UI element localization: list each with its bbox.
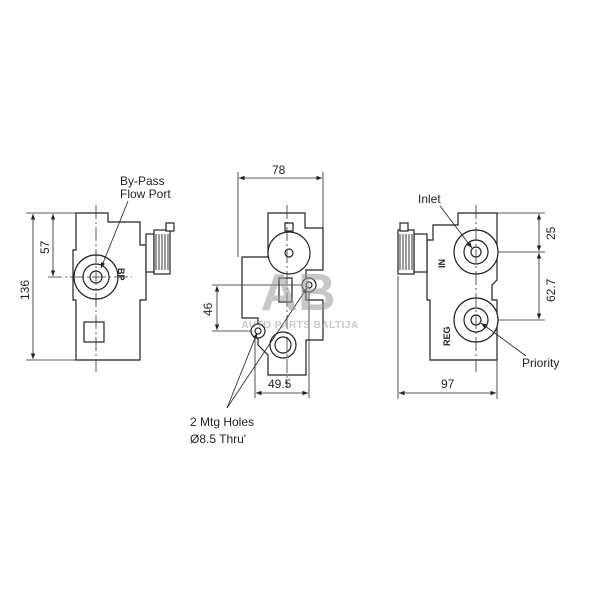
inlet-leader	[439, 205, 473, 249]
inlet-label: Inlet	[418, 192, 441, 206]
priority-leader	[480, 322, 527, 357]
bypass-label-line1: By-Pass	[120, 174, 165, 188]
left-knob-collar	[145, 233, 155, 273]
in-port-label: IN	[437, 259, 447, 268]
dim-46-label: 46	[201, 302, 215, 316]
dial-top-boss	[284, 222, 294, 232]
knob-knurl	[399, 234, 413, 270]
dim-49-5-label: 49.5	[268, 377, 292, 391]
priority-label: Priority	[522, 356, 559, 370]
mounting-hole-lower-bore	[254, 327, 262, 335]
mounting-hole-upper-bore	[305, 281, 313, 289]
dim-25-label: 25	[544, 226, 558, 240]
holes-leader-upper	[226, 287, 308, 409]
bp-port-label: BP	[116, 268, 126, 281]
right-knob-collar	[413, 233, 428, 273]
knob-knurl	[155, 234, 169, 270]
left-view: BP 136 57 By-Pass Flow Port	[18, 174, 175, 372]
left-slot	[83, 321, 105, 343]
watermark-text: AUTO PARTS BALTIJA	[241, 320, 358, 331]
holes-label-line2: Ø8.5 Thru'	[190, 432, 246, 446]
right-knob-cap	[399, 222, 409, 232]
right-view: IN REG 25 62.7 97 Inlet Priority	[397, 192, 559, 399]
center-lower-port-inner	[274, 336, 292, 354]
watermark-logo: AB	[260, 264, 335, 322]
bypass-leader	[100, 200, 129, 269]
reg-port-label: REG	[442, 326, 452, 346]
dial-center	[284, 248, 294, 258]
center-view: 78 46 49.5 2 Mtg Holes Ø8.5 Thru'	[190, 163, 324, 446]
dim-97-label: 97	[441, 377, 455, 391]
left-knob-cap	[165, 222, 175, 232]
holes-leader-lower	[226, 332, 258, 409]
watermark: AB AUTO PARTS BALTIJA	[241, 264, 358, 331]
dim-78-label: 78	[272, 163, 286, 177]
dim-57-label: 57	[38, 240, 52, 254]
dim-62-7-label: 62.7	[544, 278, 558, 302]
holes-label-line1: 2 Mtg Holes	[190, 415, 254, 429]
bypass-label-line2: Flow Port	[120, 187, 171, 201]
center-connector	[278, 277, 293, 303]
dim-136-label: 136	[18, 280, 32, 300]
